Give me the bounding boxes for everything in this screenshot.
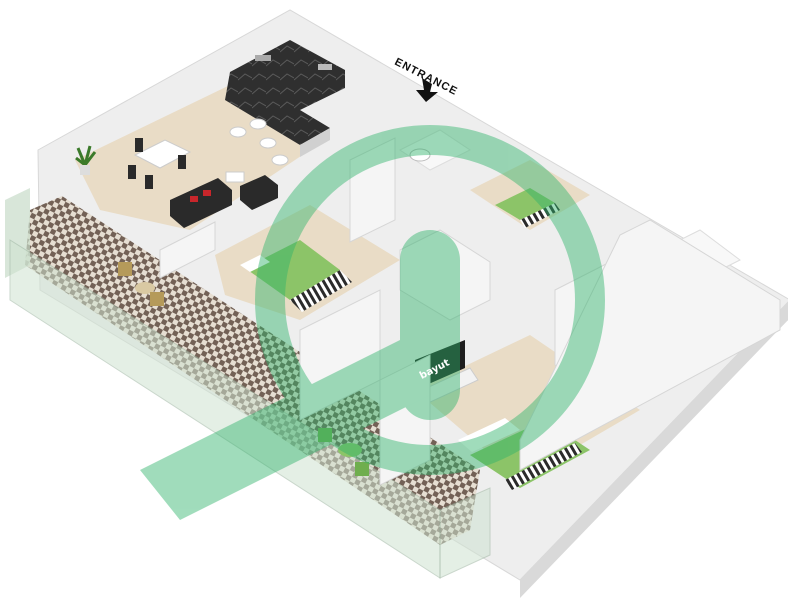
bench (458, 418, 520, 452)
bar-stools (229, 118, 289, 166)
coffee-table (225, 171, 245, 183)
bed-1-cover (245, 240, 340, 300)
sink-icon (318, 64, 332, 70)
living-sofa (170, 171, 278, 228)
dining-chair (145, 175, 153, 189)
entrance-arrow-icon (416, 78, 438, 102)
bathroom-1 (399, 129, 471, 171)
balcony-glass-railing (5, 188, 491, 579)
balcony-floor (25, 196, 480, 545)
bedroom-2 (470, 160, 590, 230)
dining-chair (128, 165, 136, 179)
bed-1-pillows (240, 255, 270, 272)
interior-walls (159, 137, 781, 486)
watermark-logo (140, 125, 605, 520)
balcony-furniture (118, 262, 369, 476)
stove-icon (255, 55, 271, 61)
plant-icon (75, 145, 97, 175)
toilet-icon (409, 148, 431, 162)
dining-chair (135, 138, 143, 152)
kitchen-counter (225, 40, 345, 157)
dining-table (128, 138, 192, 189)
dining-chair (178, 155, 186, 169)
